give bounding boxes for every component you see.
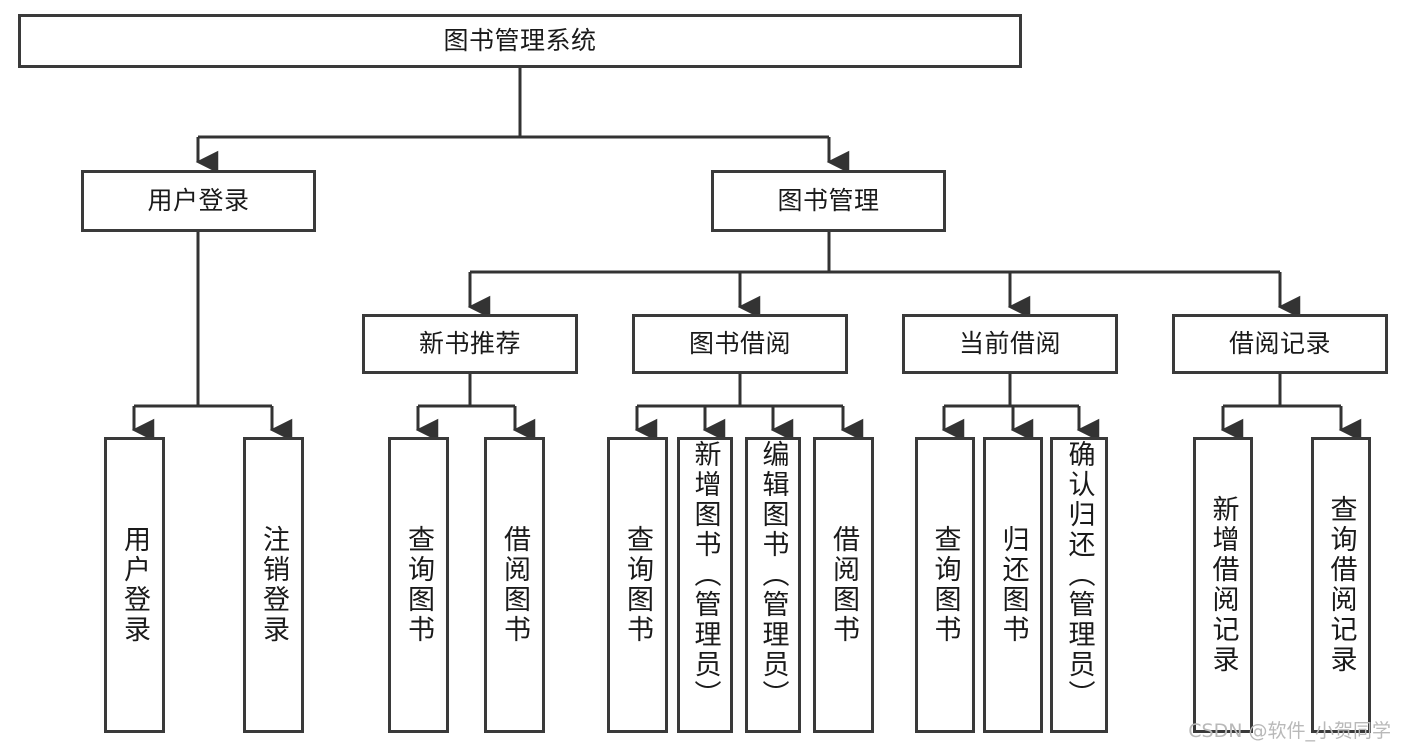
node-leaf-add-borrow-record-label: 新增借阅记录 [1207, 495, 1239, 675]
node-leaf-edit-book-admin-label: 编辑图书（管理员） [757, 440, 789, 710]
node-leaf-query-book-2-label: 查询图书 [622, 525, 653, 645]
node-new-book-recommend[interactable]: 新书推荐 [362, 314, 578, 374]
node-leaf-query-book-1[interactable]: 查询图书 [388, 437, 449, 733]
node-current-borrow-label: 当前借阅 [958, 329, 1061, 359]
node-leaf-user-login[interactable]: 用户登录 [104, 437, 165, 733]
node-user-login[interactable]: 用户登录 [81, 170, 316, 232]
node-leaf-return-book-label: 归还图书 [997, 525, 1029, 645]
node-borrow-record[interactable]: 借阅记录 [1172, 314, 1388, 374]
node-new-book-recommend-label: 新书推荐 [418, 329, 521, 359]
node-leaf-query-book-2[interactable]: 查询图书 [607, 437, 668, 733]
node-leaf-add-book-admin[interactable]: 新增图书（管理员） [677, 437, 733, 733]
node-book-borrow-label: 图书借阅 [688, 329, 791, 359]
node-root[interactable]: 图书管理系统 [18, 14, 1022, 68]
node-leaf-user-login-label: 用户登录 [119, 525, 150, 645]
node-leaf-query-book-1-label: 查询图书 [403, 525, 434, 645]
node-borrow-record-label: 借阅记录 [1228, 329, 1331, 359]
node-book-borrow[interactable]: 图书借阅 [632, 314, 848, 374]
watermark: CSDN @软件_小贺同学 [1188, 720, 1391, 742]
node-leaf-logout[interactable]: 注销登录 [243, 437, 304, 733]
node-leaf-query-borrow-record-label: 查询借阅记录 [1325, 495, 1357, 675]
node-leaf-add-borrow-record[interactable]: 新增借阅记录 [1193, 437, 1253, 733]
node-book-management[interactable]: 图书管理 [711, 170, 946, 232]
node-user-login-label: 用户登录 [147, 186, 250, 216]
node-leaf-query-borrow-record[interactable]: 查询借阅记录 [1311, 437, 1371, 733]
node-leaf-logout-label: 注销登录 [258, 525, 289, 645]
node-leaf-query-book-3[interactable]: 查询图书 [915, 437, 975, 733]
node-leaf-add-book-admin-label: 新增图书（管理员） [689, 440, 721, 710]
node-leaf-confirm-return-admin-label: 确认归还（管理员） [1063, 440, 1095, 710]
node-root-label: 图书管理系统 [443, 26, 597, 56]
node-leaf-query-book-3-label: 查询图书 [929, 525, 961, 645]
node-leaf-borrow-book-2-label: 借阅图书 [828, 525, 859, 645]
node-current-borrow[interactable]: 当前借阅 [902, 314, 1118, 374]
node-leaf-return-book[interactable]: 归还图书 [983, 437, 1043, 733]
node-leaf-borrow-book-2[interactable]: 借阅图书 [813, 437, 874, 733]
node-leaf-confirm-return-admin[interactable]: 确认归还（管理员） [1050, 437, 1108, 733]
node-leaf-borrow-book-1[interactable]: 借阅图书 [484, 437, 545, 733]
node-leaf-borrow-book-1-label: 借阅图书 [499, 525, 530, 645]
node-leaf-edit-book-admin[interactable]: 编辑图书（管理员） [745, 437, 801, 733]
node-book-management-label: 图书管理 [777, 186, 880, 216]
